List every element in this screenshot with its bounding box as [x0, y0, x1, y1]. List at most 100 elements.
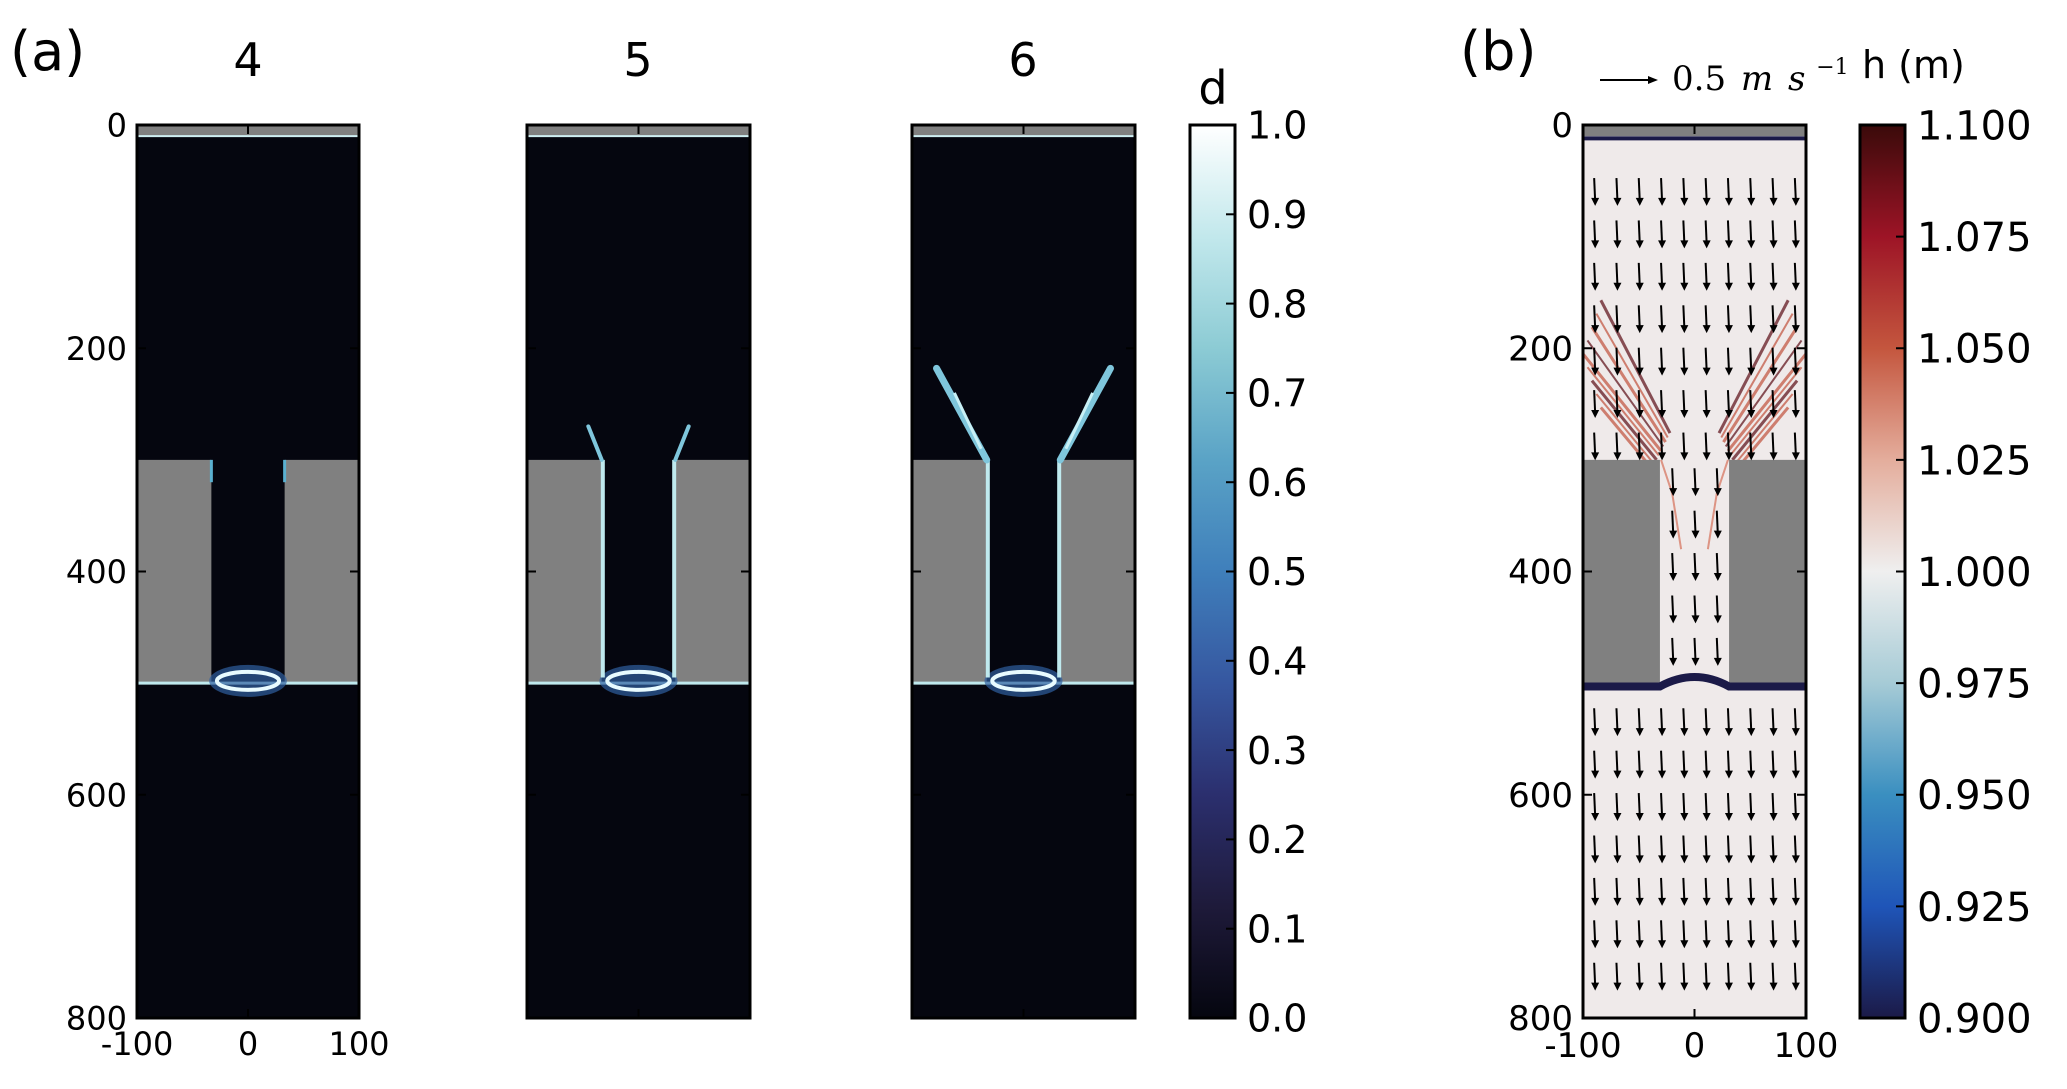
quiver-arrow — [1660, 750, 1664, 774]
quiver-arrow — [1682, 835, 1686, 859]
quiver-arrow — [1637, 877, 1641, 901]
quiver-arrowhead — [1591, 452, 1600, 461]
quiver-arrowhead — [1680, 770, 1689, 779]
panel-a-0-ytick-label: 800 — [66, 1000, 127, 1038]
quiver-arrow — [1749, 347, 1753, 371]
quiver-arrowhead — [1769, 197, 1778, 206]
quiver-arrow — [1660, 390, 1664, 414]
quiver-arrowhead — [1724, 197, 1733, 206]
quiver-arrowhead — [1658, 940, 1667, 949]
quiver-arrow — [1671, 553, 1675, 577]
wave-crest-streak — [1726, 352, 1808, 452]
quiver-arrow — [1726, 220, 1730, 244]
quiver-arrow — [1615, 390, 1619, 414]
quiver-arrowhead — [1769, 855, 1778, 864]
quiver-arrowhead — [1635, 240, 1644, 249]
quiver-arrowhead — [1635, 855, 1644, 864]
quiver-arrow — [1793, 432, 1797, 456]
obstacle-left — [1583, 459, 1660, 684]
quiver-arrow — [1771, 432, 1775, 456]
quiver-arrowhead — [1724, 770, 1733, 779]
quiver-arrow — [1593, 708, 1597, 732]
quiver-arrow — [1771, 877, 1775, 901]
quiver-arrowhead — [1669, 488, 1678, 497]
quiver-arrow — [1615, 220, 1619, 244]
quiver-arrow — [1726, 262, 1730, 286]
quiver-arrow — [1726, 962, 1730, 986]
colorbar-h: 0.9000.9250.9500.9751.0001.0251.0501.075… — [1858, 103, 2032, 1042]
colorbar-h-tick-label: 0.925 — [1917, 885, 2032, 931]
damage-ellipse — [605, 669, 672, 692]
quiver-arrow — [1749, 390, 1753, 414]
quiver-arrowhead — [1702, 197, 1711, 206]
quiver-arrow — [1615, 877, 1619, 901]
quiver-arrow — [1771, 750, 1775, 774]
quiver-arrowhead — [1680, 240, 1689, 249]
quiver-arrow — [1637, 432, 1641, 456]
quiver-arrow — [1660, 877, 1664, 901]
quiver-arrow — [1793, 708, 1797, 732]
quiver-arrowhead — [1680, 940, 1689, 949]
quiver-arrow — [1682, 962, 1686, 986]
quiver-arrow — [1660, 793, 1664, 817]
quiver-arrow — [1682, 750, 1686, 774]
quiver-arrowhead — [1747, 855, 1756, 864]
quiver-arrow — [1660, 708, 1664, 732]
quiver-key-label: 0.5 m s −1 — [1672, 55, 1849, 99]
colorbar-d-tick-label: 0.7 — [1247, 372, 1307, 416]
wave-crest-streak — [1599, 406, 1654, 470]
subplot-title-4: 4 — [233, 33, 262, 87]
quiver-arrowhead — [1724, 282, 1733, 291]
quiver-arrow — [1749, 750, 1753, 774]
colorbar-h-tick-label: 1.075 — [1917, 215, 2032, 261]
quiver-arrowhead — [1591, 367, 1600, 376]
wave-crest-streak — [1595, 393, 1656, 465]
quiver-arrowhead — [1635, 367, 1644, 376]
quiver-arrowhead — [1591, 325, 1600, 334]
quiver-arrow — [1615, 432, 1619, 456]
panel-a-0-ytick-label: 400 — [66, 553, 127, 591]
quiver-arrowhead — [1591, 240, 1600, 249]
quiver-arrowhead — [1613, 812, 1622, 821]
quiver-arrowhead — [1713, 615, 1722, 624]
quiver-arrowhead — [1747, 452, 1756, 461]
quiver-arrowhead — [1791, 770, 1800, 779]
quiver-arrowhead — [1680, 197, 1689, 206]
quiver-arrow — [1793, 877, 1797, 901]
quiver-arrow — [1615, 920, 1619, 944]
quiver-arrow — [1615, 708, 1619, 732]
quiver-arrowhead — [1680, 282, 1689, 291]
quiver-arrow — [1749, 920, 1753, 944]
quiver-arrow — [1793, 305, 1797, 329]
quiver-arrowhead — [1702, 452, 1711, 461]
quiver-arrow — [1749, 708, 1753, 732]
quiver-arrow — [1704, 920, 1708, 944]
quiver-arrowhead — [1769, 770, 1778, 779]
quiver-arrowhead — [1702, 770, 1711, 779]
quiver-arrow — [1593, 750, 1597, 774]
quiver-arrow — [1704, 390, 1708, 414]
colorbar-h-label: h (m) — [1862, 43, 1965, 87]
quiver-arrow — [1693, 553, 1697, 577]
quiver-arrowhead — [1669, 572, 1678, 581]
quiver-arrowhead — [1669, 657, 1678, 666]
quiver-arrowhead — [1702, 410, 1711, 419]
quiver-arrowhead — [1635, 197, 1644, 206]
quiver-arrowhead — [1702, 367, 1711, 376]
quiver-arrowhead — [1747, 982, 1756, 991]
quiver-arrowhead — [1747, 367, 1756, 376]
quiver-arrow — [1615, 262, 1619, 286]
quiver-arrowhead — [1724, 982, 1733, 991]
quiver-arrow — [1793, 962, 1797, 986]
quiver-arrowhead — [1591, 982, 1600, 991]
quiver-arrow — [1593, 920, 1597, 944]
subplot-5 — [525, 123, 752, 1020]
wave-crest-streak — [1586, 366, 1660, 457]
quiver-arrowhead — [1724, 325, 1733, 334]
panel-a-label: (a) — [10, 20, 85, 83]
quiver-arrow — [1682, 305, 1686, 329]
quiver-arrow — [1771, 962, 1775, 986]
quiver-arrow — [1593, 390, 1597, 414]
quiver-arrowhead — [1747, 897, 1756, 906]
quiver-arrowhead — [1658, 855, 1667, 864]
